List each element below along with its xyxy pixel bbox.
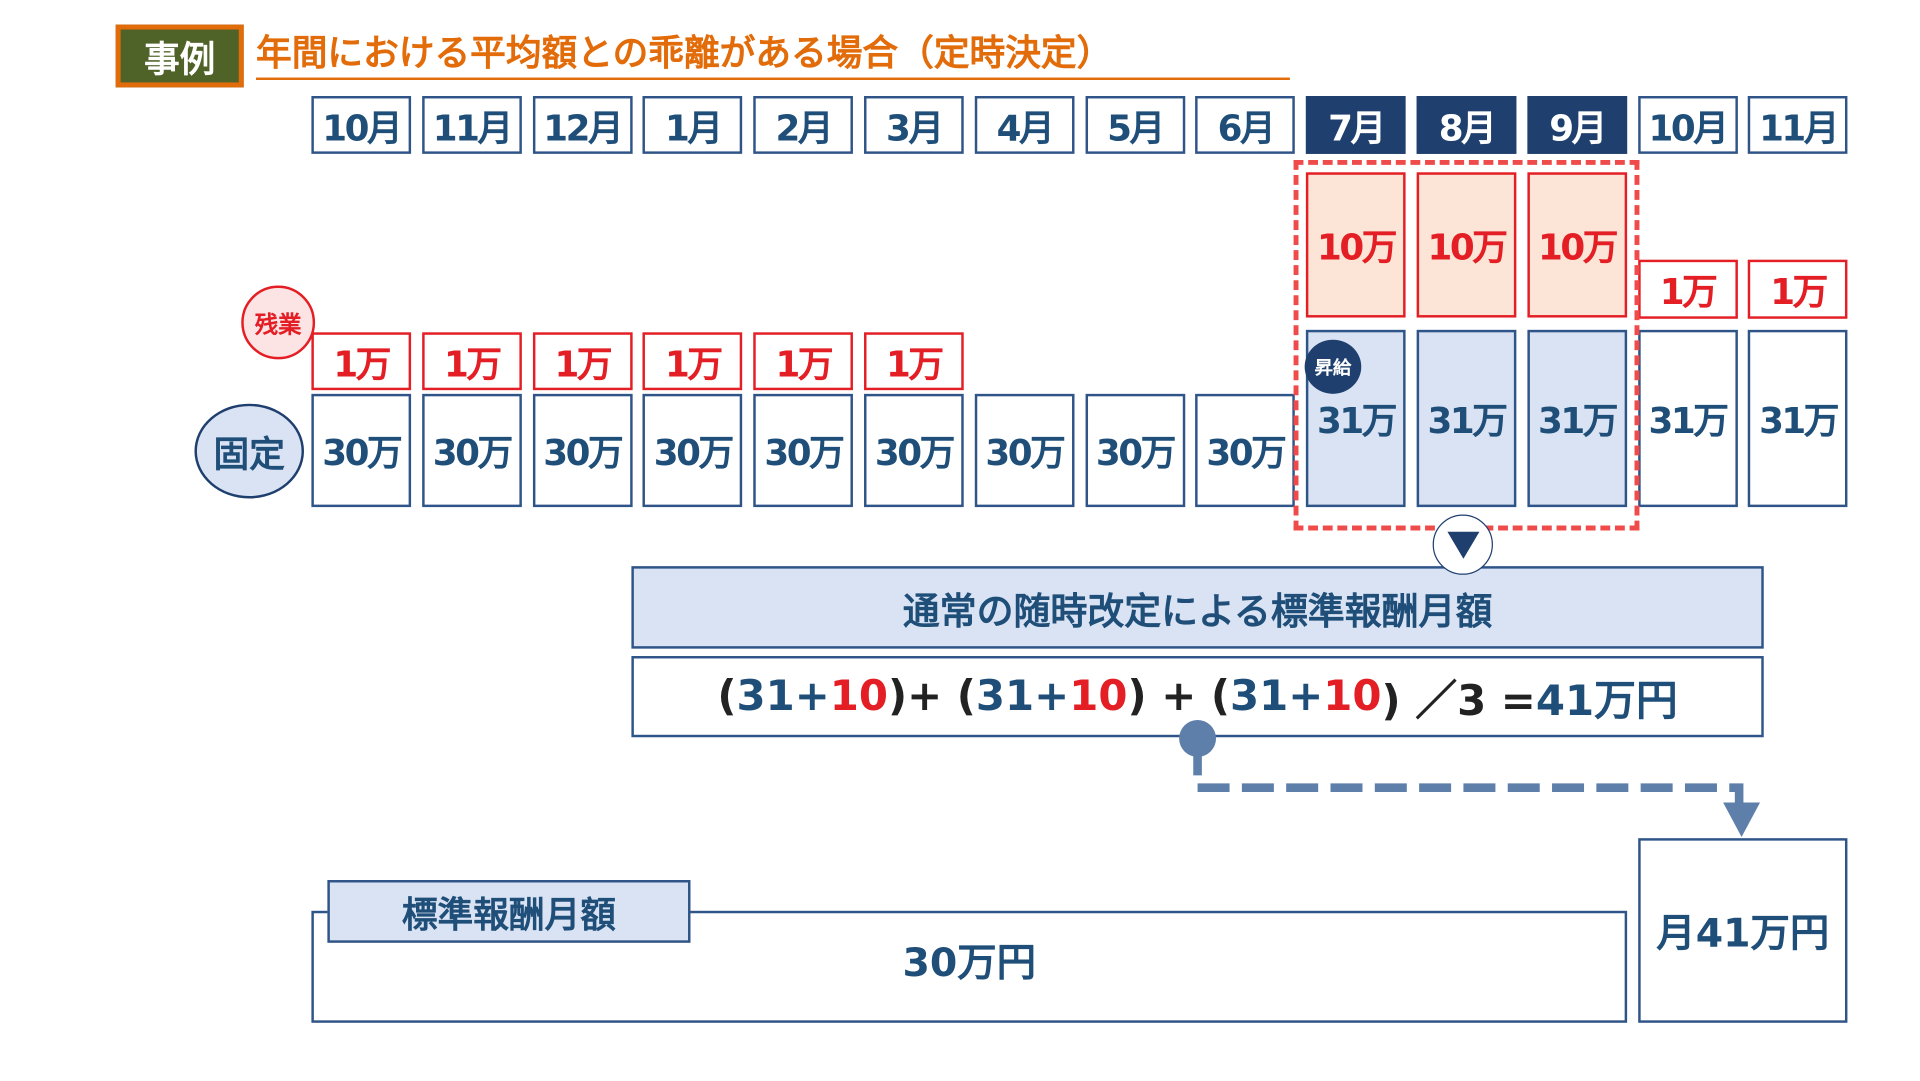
raise-badge: 昇給 <box>1304 339 1362 394</box>
fixed-amount: 30万 <box>1085 393 1185 508</box>
overtime-amount: 1万 <box>532 332 633 391</box>
overtime-amount: 1万 <box>311 332 412 391</box>
formula-plus: + <box>1034 672 1070 722</box>
fixed-amount: 30万 <box>864 393 964 508</box>
formula-paren: )+ ( <box>888 672 976 722</box>
formula-overtime: 10 <box>1323 672 1382 722</box>
new-standard-box: 月41万円 <box>1638 838 1848 1023</box>
overtime-amount: 1万 <box>1748 259 1848 319</box>
overtime-label: 残業 <box>241 285 316 360</box>
overtime-amount: 1万 <box>864 332 964 391</box>
month-header: 12月 <box>532 96 633 154</box>
fixed-amount: 31万 <box>1527 329 1627 508</box>
fixed-label: 固定 <box>194 403 305 499</box>
month-header: 1月 <box>642 96 743 154</box>
month-header: 5月 <box>1085 96 1185 154</box>
formula-result: 41万円 <box>1535 676 1678 726</box>
formula-plus: + <box>1288 672 1324 722</box>
down-arrow-icon <box>1432 514 1493 575</box>
fixed-amount: 30万 <box>974 393 1075 508</box>
formula-plus: + <box>794 672 830 722</box>
overtime-amount: 10万 <box>1527 172 1627 318</box>
page-title: 年間における平均額との乖離がある場合（定時決定） <box>256 27 1290 81</box>
formula-overtime: 10 <box>829 672 889 722</box>
fixed-amount: 30万 <box>532 393 633 508</box>
month-header: 7月 <box>1306 96 1406 154</box>
month-header: 10月 <box>1637 96 1738 154</box>
month-header: 3月 <box>864 96 964 154</box>
month-header: 2月 <box>753 96 854 154</box>
fixed-amount: 30万 <box>1195 393 1296 508</box>
formula-paren: ( <box>717 672 737 722</box>
overtime-amount: 10万 <box>1416 172 1517 318</box>
formula-fixed: 31 <box>975 672 1035 722</box>
month-header: 11月 <box>1748 96 1848 154</box>
month-header: 9月 <box>1527 96 1627 154</box>
overtime-amount: 10万 <box>1306 172 1406 318</box>
example-tag: 事例 <box>115 24 244 88</box>
month-header: 8月 <box>1416 96 1517 154</box>
formula-paren: ) + ( <box>1127 672 1230 722</box>
standard-label: 標準報酬月額 <box>327 880 691 943</box>
formula-fixed: 31 <box>736 672 795 722</box>
formula-divide: ) ／3 = <box>1381 676 1536 726</box>
fixed-amount: 30万 <box>753 393 854 508</box>
fixed-amount: 30万 <box>421 393 522 508</box>
formula-fixed: 31 <box>1229 672 1289 722</box>
month-header: 4月 <box>974 96 1075 154</box>
fixed-amount: 30万 <box>642 393 743 508</box>
month-header: 11月 <box>421 96 522 154</box>
overtime-amount: 1万 <box>421 332 522 391</box>
overtime-amount: 1万 <box>753 332 854 391</box>
formula-overtime: 10 <box>1069 672 1128 722</box>
fixed-amount: 31万 <box>1416 329 1517 508</box>
overtime-amount: 1万 <box>642 332 743 391</box>
calc-title: 通常の随時改定による標準報酬月額 <box>631 566 1764 649</box>
month-header: 6月 <box>1195 96 1296 154</box>
fixed-amount: 30万 <box>311 393 412 508</box>
fixed-amount: 31万 <box>1748 329 1848 508</box>
fixed-amount: 31万 <box>1637 329 1738 508</box>
month-header: 10月 <box>311 96 412 154</box>
